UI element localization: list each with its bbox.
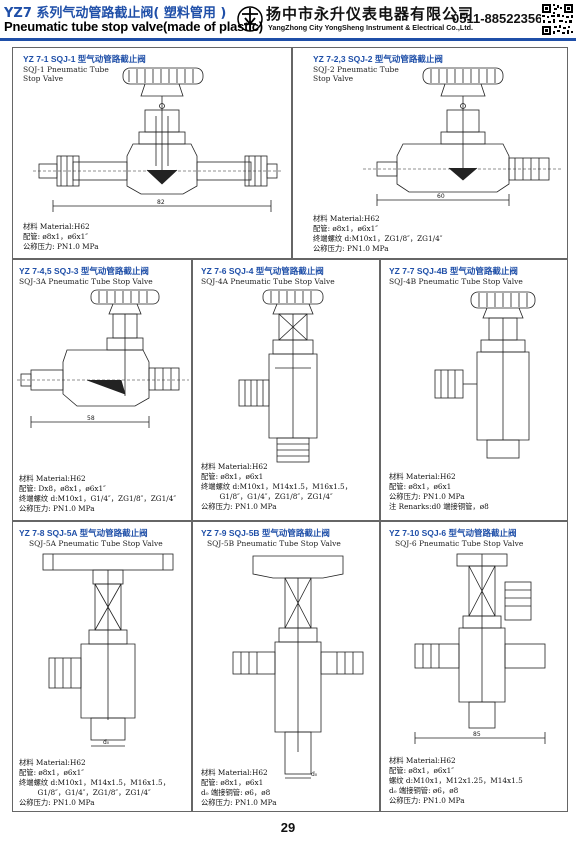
product-panel-sqj-4: YZ 7-6 SQJ-4 型气动管路截止阀 SQJ-4A Pneumatic T… [192, 259, 380, 521]
product-panel-sqj-1: YZ 7-1 SQJ-1 型气动管路截止阀 SQJ-1 Pneumatic Tu… [12, 47, 292, 259]
page-header: YZ7 系列气动管路截止阀( 塑料管用 ) Pneumatic tube sto… [0, 0, 576, 41]
product-title: YZ 7-2,3 SQJ-2 型气动管路截止阀 [313, 54, 443, 64]
spec-line: 配管: ø8x1，ø6x1″ [19, 768, 84, 777]
spec-line: 终端螺纹 d:M10x1，M14x1.5，M16x1.5， [201, 482, 352, 491]
dimension-label: d₀ [103, 739, 110, 746]
spec-line: 材料 Material:H62 [389, 756, 456, 765]
product-panel-sqj-6: YZ 7-10 SQJ-6 型气动管路截止阀 SQJ-6 Pneumatic T… [380, 521, 568, 812]
dimension-label: 60 [437, 193, 445, 200]
company-phone: 0511-88522356 [452, 11, 543, 26]
product-subtitle: SQJ-1 Pneumatic Tube Stop Valve [23, 65, 109, 83]
spec-line: 配管: ø8x1，ø6x1 [201, 472, 264, 481]
product-title: YZ 7-8 SQJ-5A 型气动管路截止阀 [19, 528, 148, 538]
spec-line: 配管: Dx8，ø8x1，ø6x1″ [19, 484, 106, 493]
spec-list: 材料 Material:H62 配管: ø8x1，ø6x1″ 公称压力: PN1… [23, 222, 99, 252]
product-title: YZ 7-4,5 SQJ-3 型气动管路截止阀 [19, 266, 149, 276]
dimension-label: 82 [157, 199, 165, 206]
valve-drawing: 82 [33, 67, 283, 212]
spec-line: 材料 Material:H62 [389, 472, 456, 481]
qr-code-icon [541, 3, 574, 36]
product-title: YZ 7-10 SQJ-6 型气动管路截止阀 [389, 528, 517, 538]
spec-list: 材料 Material:H62 配管: ø8x1，ø6x1″ 终端螺纹 d:M1… [19, 758, 170, 808]
valve-drawing: 58 [17, 289, 189, 428]
product-panel-sqj-5a: YZ 7-8 SQJ-5A 型气动管路截止阀 SQJ-5A Pneumatic … [12, 521, 192, 812]
company-logo-icon [237, 6, 263, 32]
catalog-title-cn: YZ7 系列气动管路截止阀( 塑料管用 ) [4, 6, 227, 21]
spec-list: 材料 Material:H62 配管: Dx8，ø8x1，ø6x1″ 终端螺纹 … [19, 474, 176, 514]
spec-line: d₀ 端接铜管: ø6，ø8 [201, 788, 271, 797]
spec-line: 公称压力: PN1.0 MPa [201, 502, 277, 511]
spec-list: 材料 Material:H62 配管: ø8x1，ø6x1″ 螺纹 d:M10x… [389, 756, 523, 806]
spec-line: 公称压力: PN1.0 MPa [313, 244, 389, 253]
valve-drawing: d₀ [42, 553, 174, 747]
spec-line: 公称压力: PN1.0 MPa [389, 492, 465, 501]
product-panel-sqj-5b: YZ 7-9 SQJ-5B 型气动管路截止阀 SQJ-5B Pneumatic … [192, 521, 380, 812]
page-number: 29 [280, 820, 296, 835]
product-title: YZ 7-7 SQJ-4B 型气动管路截止阀 [389, 266, 518, 276]
valve-drawing [238, 289, 324, 463]
spec-line: 材料 Material:H62 [313, 214, 380, 223]
spec-line: 公称压力: PN1.0 MPa [19, 798, 95, 807]
spec-line: 终端螺纹 d:M10x1，G1/4″，ZG1/8″，ZG1/4″ [19, 494, 177, 503]
spec-line: 公称压力: PN1.0 MPa [201, 798, 277, 807]
spec-line: 材料 Material:H62 [201, 768, 268, 777]
catalog-title-en: Pneumatic tube stop valve(made of plasti… [4, 19, 263, 34]
product-title: YZ 7-1 SQJ-1 型气动管路截止阀 [23, 54, 146, 64]
product-subtitle: SQJ-2 Pneumatic Tube Stop Valve [313, 65, 399, 83]
spec-list: 材料 Material:H62 配管: ø8x1，ø6x1 d₀ 端接铜管: ø… [201, 768, 277, 808]
product-subtitle: SQJ-4A Pneumatic Tube Stop Valve [201, 277, 335, 286]
spec-line: 终端螺纹 d:M10x1，ZG1/8″，ZG1/4″ [313, 234, 443, 243]
spec-line: 配管: ø8x1，ø6x1 [389, 482, 452, 491]
product-title: YZ 7-9 SQJ-5B 型气动管路截止阀 [201, 528, 330, 538]
product-panel-sqj-2: YZ 7-2,3 SQJ-2 型气动管路截止阀 SQJ-2 Pneumatic … [292, 47, 568, 259]
valve-drawing [434, 291, 536, 459]
valve-drawing: 60 [363, 67, 563, 206]
dimension-label: 58 [87, 415, 95, 422]
header-divider [0, 38, 576, 41]
spec-line: d₀ 端接铜管: ø6，ø8 [389, 786, 459, 795]
spec-list: 材料 Material:H62 配管: ø8x1，ø6x1 终端螺纹 d:M10… [201, 462, 352, 512]
spec-line: 材料 Material:H62 [19, 758, 86, 767]
spec-line: 注 Renarks:d0 端接铜管，ø8 [389, 502, 489, 511]
product-subtitle: SQJ-5B Pneumatic Tube Stop Valve [207, 539, 341, 548]
spec-line: G1/8″，G1/4″，ZG1/8″，ZG1/4″ [201, 492, 333, 501]
spec-line: 公称压力: PN1.0 MPa [23, 242, 99, 251]
spec-line: 配管: ø8x1，ø6x1″ [23, 232, 88, 241]
product-subtitle: SQJ-5A Pneumatic Tube Stop Valve [29, 539, 163, 548]
spec-list: 材料 Material:H62 配管: ø8x1，ø6x1″ 终端螺纹 d:M1… [313, 214, 442, 254]
product-subtitle: SQJ-3A Pneumatic Tube Stop Valve [19, 277, 153, 286]
product-subtitle: SQJ-6 Pneumatic Tube Stop Valve [395, 539, 524, 548]
product-subtitle: SQJ-4B Pneumatic Tube Stop Valve [389, 277, 523, 286]
company-name-cn: 扬中市永升仪表电器有限公司 [266, 5, 475, 23]
spec-line: 配管: ø8x1，ø6x1″ [389, 766, 454, 775]
spec-line: 终端螺纹 d:M10x1，M14x1.5，M16x1.5， [19, 778, 170, 787]
product-panel-sqj-4b: YZ 7-7 SQJ-4B 型气动管路截止阀 SQJ-4B Pneumatic … [380, 259, 568, 521]
product-title: YZ 7-6 SQJ-4 型气动管路截止阀 [201, 266, 324, 276]
dimension-label: 85 [473, 731, 481, 738]
spec-line: 公称压力: PN1.0 MPa [19, 504, 95, 513]
spec-line: 公称压力: PN1.0 MPa [389, 796, 465, 805]
valve-drawing: d₀ [232, 555, 364, 779]
spec-line: 材料 Material:H62 [19, 474, 86, 483]
dimension-label: d₀ [311, 771, 318, 778]
company-name-en: YangZhong City YongSheng Instrument & El… [268, 23, 473, 32]
spec-line: 配管: ø8x1，ø6x1 [201, 778, 264, 787]
spec-line: 配管: ø8x1，ø6x1″ [313, 224, 378, 233]
spec-line: 材料 Material:H62 [201, 462, 268, 471]
spec-line: 材料 Material:H62 [23, 222, 90, 231]
valve-drawing: 85 [414, 553, 546, 744]
spec-line: G1/8″，G1/4″，ZG1/8″，ZG1/4″ [19, 788, 151, 797]
spec-list: 材料 Material:H62 配管: ø8x1，ø6x1 公称压力: PN1.… [389, 472, 489, 512]
product-panel-sqj-3: YZ 7-4,5 SQJ-3 型气动管路截止阀 SQJ-3A Pneumatic… [12, 259, 192, 521]
spec-line: 螺纹 d:M10x1，M12x1.25，M14x1.5 [389, 776, 523, 785]
